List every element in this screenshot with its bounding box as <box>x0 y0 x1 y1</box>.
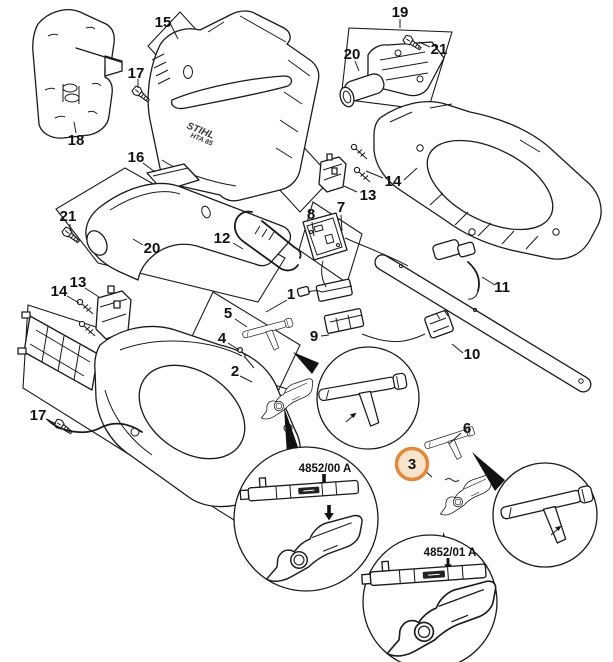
part-13-bracket-top[interactable] <box>318 153 347 193</box>
part-9-connectors[interactable] <box>296 260 365 334</box>
detail-circle-variant-00: 4852/00 A <box>233 446 379 592</box>
part-12-wire-loop[interactable] <box>233 210 302 272</box>
detail-circle-lockout-right <box>492 462 602 568</box>
wedge-to-detail-c <box>472 452 505 491</box>
part-3-trigger-assembly[interactable] <box>433 473 499 517</box>
callout-6[interactable]: 6 <box>463 420 471 437</box>
callout-3[interactable]: 3 <box>408 456 416 473</box>
callout-12[interactable]: 12 <box>214 230 231 247</box>
highlighted-part-ring[interactable] <box>394 446 430 482</box>
part-handle-housing-right[interactable] <box>373 101 602 260</box>
part-4-pin[interactable] <box>236 346 255 369</box>
part-17-screw-bottom[interactable] <box>52 417 75 437</box>
callout-8[interactable]: 8 <box>307 206 315 223</box>
part-14-screws-top[interactable] <box>350 143 371 183</box>
callout-9[interactable]: 9 <box>310 328 318 345</box>
part-11-cable[interactable] <box>432 239 480 300</box>
callout-4[interactable]: 4 <box>218 330 227 347</box>
callout-leader-lines <box>45 19 496 478</box>
detail-circle-lockout-left <box>316 346 420 450</box>
wedge-to-detail-a <box>293 352 319 374</box>
detail-circle-variant-01: 4852/01 A <box>360 534 506 662</box>
part-8-circuit-board[interactable] <box>302 212 409 267</box>
callout-13-top[interactable]: 13 <box>360 187 377 204</box>
callout-15[interactable]: 15 <box>155 14 172 31</box>
callout-7[interactable]: 7 <box>337 199 345 216</box>
part-6-lockout-lever[interactable] <box>423 425 481 468</box>
callout-21-right[interactable]: 21 <box>431 41 448 58</box>
callout-21-left[interactable]: 21 <box>60 208 77 225</box>
variant-00-label: 4852/00 A <box>299 463 352 475</box>
part-shaft-tube[interactable] <box>372 252 593 395</box>
part-20-grip-molding[interactable] <box>83 182 292 281</box>
callout-10[interactable]: 10 <box>464 346 481 363</box>
callout-16[interactable]: 16 <box>128 149 145 166</box>
callout-5[interactable]: 5 <box>224 305 232 322</box>
callout-11[interactable]: 11 <box>494 279 510 296</box>
callout-2[interactable]: 2 <box>231 363 239 380</box>
part-14-screws-left[interactable] <box>76 298 96 337</box>
callout-17-top[interactable]: 17 <box>128 65 145 82</box>
callout-13-left[interactable]: 13 <box>70 274 87 291</box>
callout-20-left[interactable]: 20 <box>144 240 161 257</box>
callout-19[interactable]: 19 <box>392 4 409 21</box>
part-5-lockout-lever[interactable] <box>241 317 299 358</box>
callout-14-top[interactable]: 14 <box>385 173 402 190</box>
variant-01-label: 4852/01 A <box>424 547 477 559</box>
callout-1[interactable]: 1 <box>287 286 295 303</box>
callout-18[interactable]: 18 <box>68 132 85 149</box>
wedge-to-detail-b <box>284 407 299 455</box>
part-20-mount-tube[interactable] <box>338 41 445 109</box>
callout-14-left[interactable]: 14 <box>51 283 68 300</box>
callout-20-right[interactable]: 20 <box>344 46 361 63</box>
part-battery-rail-frame[interactable] <box>17 311 99 391</box>
part-handle-housing-left[interactable] <box>47 325 301 508</box>
part-10-connector[interactable] <box>361 309 454 343</box>
callout-17-bottom[interactable]: 17 <box>30 407 47 424</box>
part-18-battery-housing[interactable] <box>32 9 123 139</box>
